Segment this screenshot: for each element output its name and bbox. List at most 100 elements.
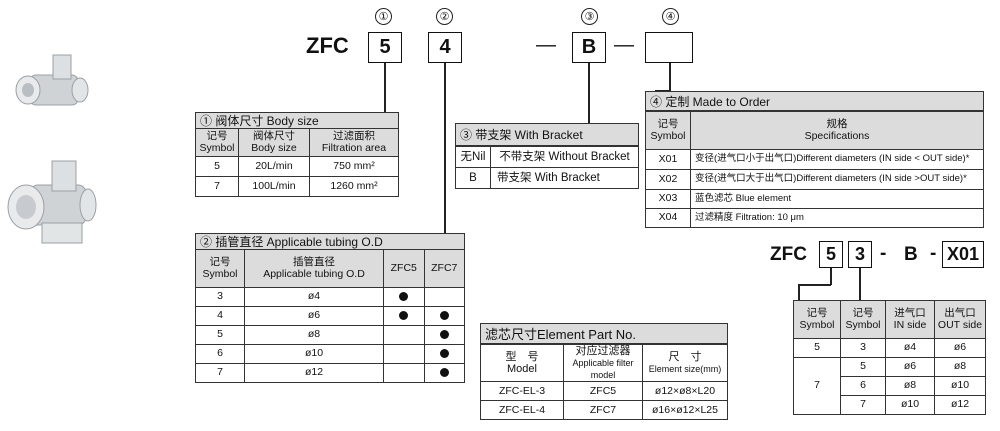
example-code-prefix: ZFC	[770, 244, 807, 265]
table-cell: 5	[793, 338, 841, 358]
large-filter-image	[7, 160, 97, 244]
table-cell: 3	[195, 287, 245, 307]
marker-4: ④	[662, 8, 679, 25]
table-cell: 750 mm²	[309, 156, 399, 177]
table-cell	[423, 287, 465, 307]
part-code-prefix: ZFC	[306, 33, 349, 58]
table-cell: ø8	[244, 325, 384, 345]
table-cell	[383, 306, 425, 326]
marker-1: ①	[375, 8, 392, 25]
table-cell: ø4	[885, 338, 935, 358]
tubing-header: ZFC5	[383, 249, 425, 288]
table-cell: 5	[840, 357, 886, 377]
table-cell: X01	[645, 149, 691, 170]
connector-line-1	[384, 63, 386, 112]
table-cell: ø12×ø8×L20	[642, 381, 728, 402]
bracket-title: ③ 带支架 With Bracket	[455, 123, 639, 146]
code-box-bracket: B	[572, 32, 606, 63]
table-cell: 3	[840, 338, 886, 358]
compat-dot	[399, 310, 409, 320]
table-cell: ø10	[934, 376, 986, 396]
table-cell: 100L/min	[238, 176, 310, 197]
table-cell: X04	[645, 208, 691, 228]
small-filter-image	[15, 54, 89, 106]
tubing-header: ZFC7	[423, 249, 465, 288]
tubing-title: ② 插管直径 Applicable tubing O.D	[195, 233, 465, 250]
table-row: 5 20L/min 750 mm²	[195, 156, 399, 177]
example-line-2	[859, 268, 861, 300]
table-cell: 1260 mm²	[309, 176, 399, 197]
table-cell: ø12	[934, 395, 986, 415]
table-cell: 带支架 With Bracket	[490, 167, 639, 189]
table-cell: 7	[195, 176, 239, 197]
table-cell: ZFC7	[563, 400, 643, 421]
table-cell: ø10	[244, 344, 384, 364]
compat-dot	[439, 329, 449, 339]
table-cell: X02	[645, 169, 691, 190]
connector-line-4b	[655, 90, 670, 92]
table-cell: ZFC-EL-3	[480, 381, 564, 402]
table-cell: 4	[195, 306, 245, 326]
table-cell	[383, 344, 425, 364]
order-title: ④ 定制 Made to Order	[645, 91, 984, 111]
table-cell: 20L/min	[238, 156, 310, 177]
code-box-tubing: 4	[428, 32, 462, 63]
compat-dot	[399, 291, 409, 301]
table-cell: 无Nil	[455, 146, 491, 168]
table-cell: ø6	[244, 306, 384, 326]
element-title: 滤芯尺寸Element Part No.	[480, 323, 728, 344]
table-cell: ZFC5	[563, 381, 643, 402]
table-cell: ø8	[885, 376, 935, 396]
example-sep-2: -	[930, 243, 937, 264]
table-cell: 7	[793, 357, 841, 415]
example-line-1c	[798, 284, 800, 300]
table-cell: ø6	[934, 338, 986, 358]
table-cell: X03	[645, 189, 691, 209]
table-cell: 7	[195, 363, 245, 383]
body-size-title: ① 阀体尺寸 Body size	[195, 112, 399, 129]
table-cell	[383, 325, 425, 345]
table-cell: ø10	[885, 395, 935, 415]
marker-3: ③	[581, 8, 598, 25]
table-cell	[423, 344, 465, 364]
example-line-1a	[830, 268, 832, 285]
table-cell	[423, 306, 465, 326]
compat-dot	[439, 310, 449, 320]
table-cell: 变径(进气口大于出气口)Different diameters (IN side…	[690, 169, 984, 190]
table-cell: 5	[195, 156, 239, 177]
connector-line-3	[588, 63, 590, 123]
table-cell: ø8	[934, 357, 986, 377]
code-box-size: 5	[368, 32, 402, 63]
table-cell: B	[455, 167, 491, 189]
connector-line-2	[444, 63, 446, 233]
table-cell: ø4	[244, 287, 384, 307]
